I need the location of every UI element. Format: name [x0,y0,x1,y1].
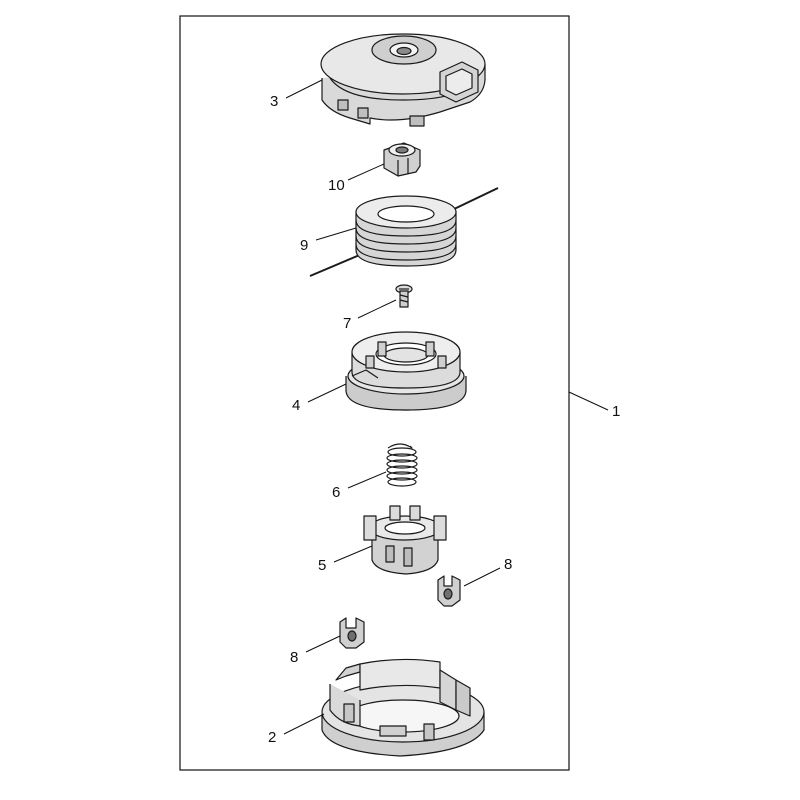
label-top-cover: 3 [270,93,278,110]
clip-left-part [339,617,365,649]
leader-5 [333,545,373,563]
leader-3 [285,79,323,99]
label-spool-holder: 5 [318,557,326,574]
label-spring: 6 [332,484,340,501]
screw-part [395,284,413,308]
leader-10 [347,163,385,181]
label-spool: 4 [292,397,300,414]
leader-4 [307,383,347,403]
label-screw: 7 [343,315,351,332]
leader-8-right [463,567,501,587]
label-clip-right: 8 [504,556,512,573]
spool-part [345,331,467,411]
label-line-coil: 9 [300,237,308,254]
spring-part [386,443,418,487]
leader-6 [347,471,387,489]
leader-8-left [305,635,341,653]
leader-7 [357,299,397,319]
label-bottom-cover: 2 [268,729,276,746]
diagram-frame [179,15,570,771]
leader-9 [315,227,357,241]
leader-1 [568,391,609,411]
leader-2 [283,713,325,735]
clip-right-part [437,575,461,607]
spool-holder-part [363,505,447,575]
label-nut: 10 [328,177,345,194]
label-assembly: 1 [612,403,620,420]
line-coil-part [309,187,499,277]
label-clip-left: 8 [290,649,298,666]
bottom-cover-part [321,658,485,757]
nut-part [383,142,421,177]
top-cover-part [320,33,486,127]
